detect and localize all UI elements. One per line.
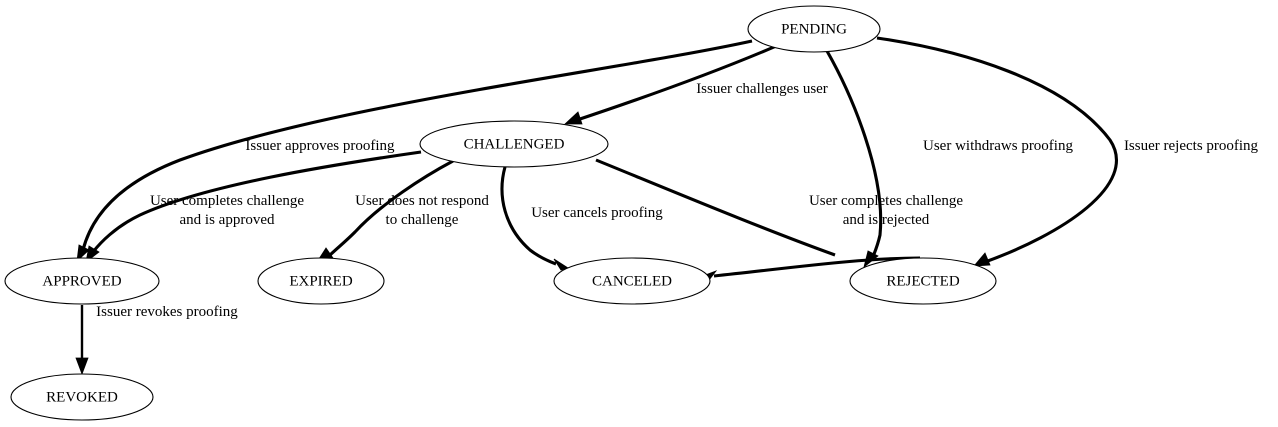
node-expired-label: EXPIRED	[289, 273, 353, 289]
node-revoked-label: REVOKED	[46, 389, 118, 405]
edge-pending-to-rejected[interactable]	[876, 36, 1118, 267]
node-challenged[interactable]: CHALLENGED	[419, 120, 609, 168]
node-expired-shape	[257, 257, 385, 305]
edge-label-user-withdraws-proofing: User withdraws proofing	[923, 138, 1073, 154]
node-revoked[interactable]: REVOKED	[10, 373, 154, 421]
edge-path-challenged-rejected	[595, 158, 836, 257]
edge-label-user-completes-challenge-rejected-line2: and is rejected	[843, 212, 930, 228]
edge-label-user-completes-challenge-approved-line2: and is approved	[180, 212, 275, 228]
edge-path-pending-approved	[81, 39, 753, 251]
edge-pending-to-challenged[interactable]	[563, 42, 782, 125]
node-pending-shape	[747, 5, 881, 53]
edges-layer	[75, 36, 1118, 376]
edge-path-challenged-approved	[91, 150, 422, 253]
node-canceled-label: CANCELED	[592, 273, 672, 289]
arrowhead-approved-revoked	[75, 357, 89, 376]
node-pending[interactable]: PENDING	[747, 5, 881, 53]
node-canceled[interactable]: CANCELED	[553, 257, 711, 305]
arrowhead-pending-challenged	[563, 111, 583, 125]
edge-labels-layer: Issuer challenges user Issuer approves p…	[96, 81, 1258, 320]
edge-label-user-does-not-respond-line1: User does not respond	[355, 193, 489, 209]
edge-label-issuer-approves-proofing: Issuer approves proofing	[245, 138, 395, 154]
node-pending-label: PENDING	[781, 21, 847, 37]
nodes-layer: PENDING CHALLENGED APPROVED EXPIRED CANC…	[4, 5, 997, 421]
edge-path-challenged-canceled	[500, 166, 557, 266]
arrowhead-pending-rejected	[973, 252, 991, 267]
node-canceled-shape	[553, 257, 711, 305]
edge-pending-to-canceled[interactable]	[825, 50, 883, 269]
node-expired[interactable]: EXPIRED	[257, 257, 385, 305]
edge-path-crossing-canceled	[713, 256, 921, 278]
node-rejected-label: REJECTED	[886, 273, 959, 289]
edge-rejected-crossing-to-canceled[interactable]	[713, 256, 921, 278]
edge-path-pending-challenged	[576, 42, 782, 122]
edge-label-issuer-challenges-user: Issuer challenges user	[696, 81, 828, 97]
node-revoked-shape	[10, 373, 154, 421]
edge-label-user-completes-challenge-rejected-line1: User completes challenge	[809, 193, 963, 209]
edge-label-user-completes-challenge-approved-line1: User completes challenge	[150, 193, 304, 209]
edge-path-challenged-expired	[326, 159, 454, 259]
node-approved-shape	[4, 257, 160, 305]
node-approved[interactable]: APPROVED	[4, 257, 160, 305]
edge-path-pending-rejected	[876, 36, 1118, 264]
node-rejected[interactable]: REJECTED	[849, 257, 997, 305]
edge-label-issuer-revokes-proofing: Issuer revokes proofing	[96, 304, 238, 320]
edge-pending-to-approved[interactable]	[76, 39, 753, 263]
edge-approved-to-revoked[interactable]	[75, 305, 89, 376]
edge-label-user-cancels-proofing: User cancels proofing	[531, 205, 663, 221]
edge-path-pending-canceled	[825, 50, 883, 260]
edge-label-issuer-rejects-proofing: Issuer rejects proofing	[1124, 138, 1259, 154]
arrowhead-pending-approved	[76, 244, 90, 263]
node-rejected-shape	[849, 257, 997, 305]
node-challenged-shape	[419, 120, 609, 168]
node-challenged-label: CHALLENGED	[464, 136, 565, 152]
node-approved-label: APPROVED	[42, 273, 121, 289]
edge-label-user-does-not-respond-line2: to challenge	[386, 212, 459, 228]
